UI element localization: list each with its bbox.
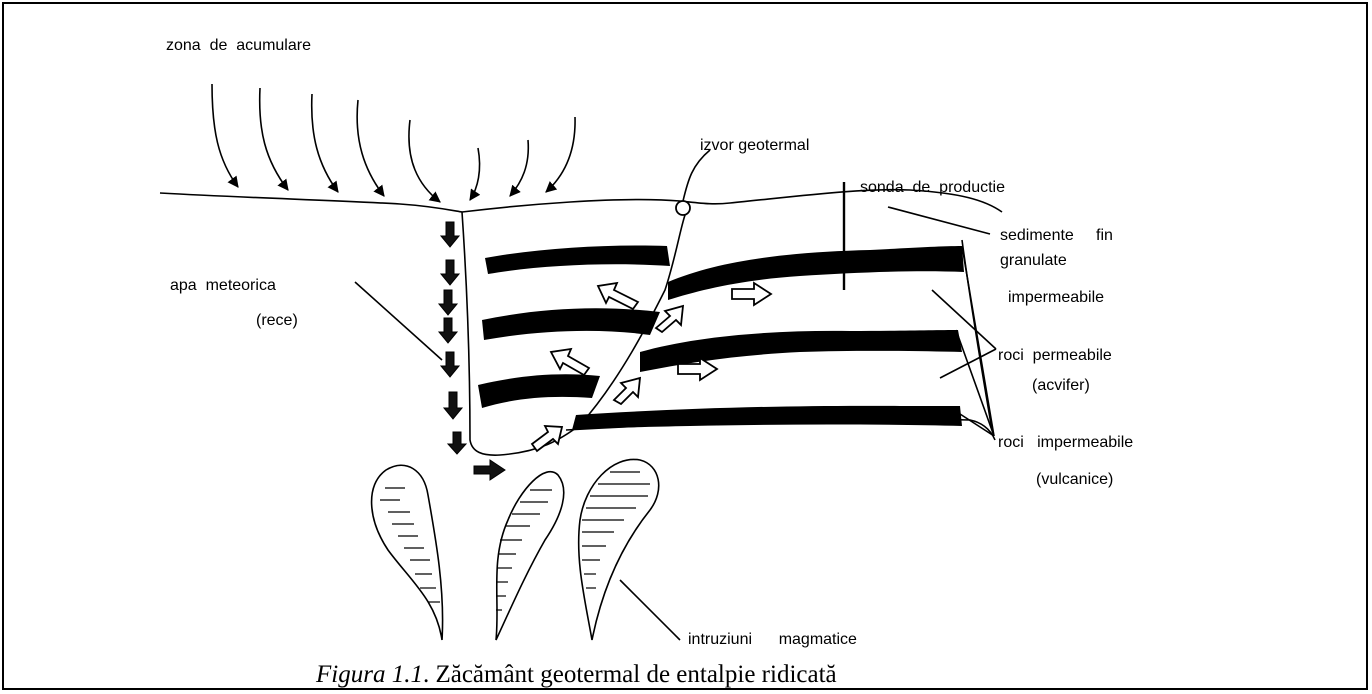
label-izvor-geotermal: izvor geotermal [700,137,809,154]
impermeable-band [478,374,600,408]
label-roci-permeabile-2: (acvifer) [1032,377,1090,394]
magma-intrusion [496,472,564,640]
rain-arrow [212,84,238,187]
up-arrow-icon [614,378,640,404]
label-roci-impermeabile-1: roci impermeabile [998,434,1133,451]
down-arrow-icon [448,432,466,454]
leader-impermeabile-3 [960,414,994,436]
impermeable-band [668,246,964,300]
label-sonda-productie: sonda de productie [860,179,1005,196]
label-apa-meteorica-2: (rece) [256,312,298,329]
geothermal-spring-icon [676,201,690,215]
black-layers-right-block [572,246,964,430]
rain-arrow [357,100,384,196]
rain-arrow [470,148,480,200]
right-arrow-icon [474,460,505,480]
leader-apa-meteorica [355,282,442,360]
down-arrow-icon [439,318,457,343]
up-arrow-icon [598,283,638,309]
label-sedimente-1: sedimente fin [1000,227,1113,244]
magma-intrusion [372,465,443,640]
caption-text: . Zăcământ geotermal de entalpie ridicat… [423,661,837,688]
label-sedimente-3: impermeabile [1008,289,1104,306]
magmatic-intrusions [372,459,659,640]
spring-leader [683,150,710,201]
caption-label: Figura 1.1 [315,661,423,688]
label-apa-meteorica-1: apa meteorica [170,277,276,294]
rain-arrow [510,140,528,196]
precipitation-arrows [212,84,575,202]
label-intruziuni-magmatice: intruziuni magmatice [688,631,857,648]
right-arrow-icon [732,283,771,305]
up-arrow-icon [656,306,683,332]
figure-caption: Figura 1.1. Zăcământ geotermal de entalp… [315,661,837,688]
impermeable-band [485,246,670,275]
rain-arrow [409,120,440,202]
label-roci-permeabile-1: roci permeabile [998,347,1112,364]
down-arrow-icon [441,260,459,285]
impermeable-band [482,308,660,340]
label-roci-impermeabile-2: (vulcanice) [1036,471,1113,488]
black-layers-left-block [478,246,670,409]
label-zona-acumulare: zona de acumulare [166,37,311,54]
leader-intruziuni [620,580,680,640]
rain-arrow [260,88,288,190]
up-arrow-icon [551,349,589,375]
leader-sedimente [888,207,990,234]
down-arrow-icon [441,352,459,377]
ground-surface-left [160,193,462,212]
label-sedimente-2: granulate [1000,252,1067,269]
magma-intrusion [579,459,659,640]
down-arrow-icon [441,222,459,247]
leader-impermeabile-2 [962,246,994,436]
impermeable-band [572,406,962,430]
up-arrow-icon [532,426,562,451]
down-arrow-icon [444,392,462,419]
rain-arrow [312,94,338,192]
down-arrow-icon [439,290,457,315]
rain-arrow [546,117,575,192]
